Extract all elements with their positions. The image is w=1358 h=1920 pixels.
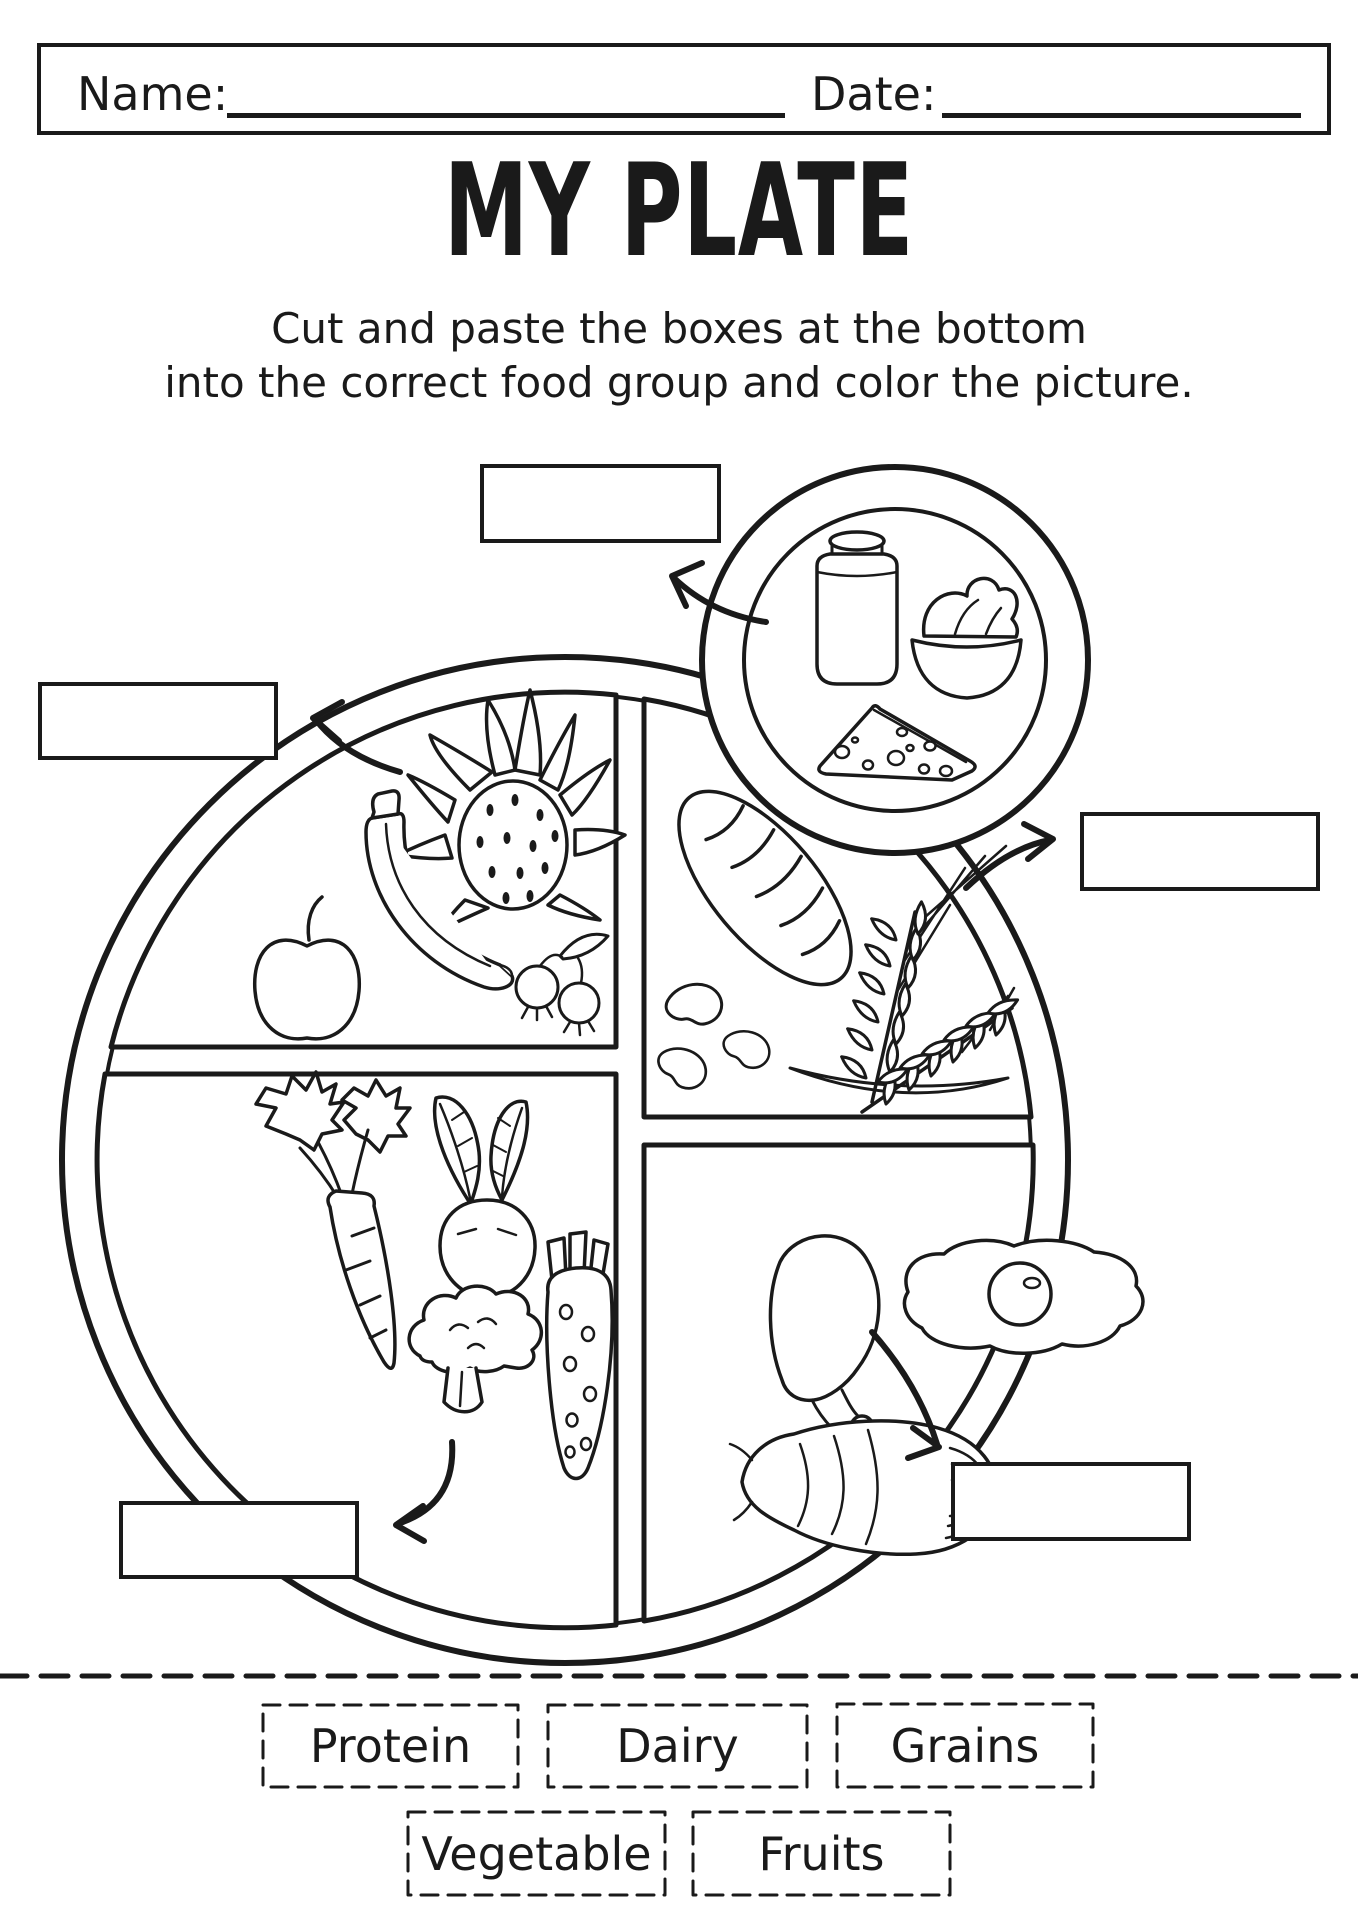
instructions-line2: into the correct food group and color th… xyxy=(164,358,1194,407)
parsnip-icon xyxy=(545,1230,614,1481)
date-label: Date: xyxy=(811,67,937,121)
word-box-grains[interactable]: Grains xyxy=(890,1718,1040,1773)
date-input-line[interactable] xyxy=(942,113,1301,118)
banana-icon xyxy=(364,789,515,991)
word-box-protein[interactable]: Protein xyxy=(309,1719,472,1773)
bread-icon xyxy=(677,789,853,987)
answer-slot-grains[interactable] xyxy=(1080,812,1320,891)
milk-bottle-icon xyxy=(815,530,899,686)
arrow-to-dairy-label-icon xyxy=(669,560,769,625)
name-date-box: Name: Date: xyxy=(37,43,1331,135)
name-label: Name: xyxy=(77,67,229,121)
answer-slot-dairy[interactable] xyxy=(480,464,721,543)
yogurt-bowl-icon xyxy=(910,576,1023,700)
word-box-grains-border xyxy=(835,1702,1095,1789)
fried-egg-icon xyxy=(902,1238,1145,1355)
beet-icon xyxy=(432,1095,537,1327)
page-title: MY PLATE xyxy=(444,137,914,286)
word-box-dairy[interactable]: Dairy xyxy=(616,1719,739,1773)
answer-slot-fruits[interactable] xyxy=(38,682,278,760)
arrow-to-protein-label-icon xyxy=(869,1329,942,1461)
dragon-fruit-icon xyxy=(396,688,627,932)
word-box-dairy-border xyxy=(546,1703,809,1789)
wheat-icon xyxy=(788,844,1022,1114)
answer-slot-protein[interactable] xyxy=(951,1462,1191,1541)
answer-slot-vegetables[interactable] xyxy=(119,1501,359,1579)
word-box-vegetable-border xyxy=(406,1810,667,1897)
broccoli-icon xyxy=(407,1284,543,1414)
apple-icon xyxy=(252,895,362,1041)
arrow-to-vegetables-label-icon xyxy=(393,1439,456,1544)
carrot-icon xyxy=(254,1070,412,1370)
cheese-icon xyxy=(817,704,977,782)
word-box-vegetable[interactable]: Vegetable xyxy=(421,1826,652,1881)
name-input-line[interactable] xyxy=(227,113,785,118)
section-fruits xyxy=(108,689,619,1050)
berries-icon xyxy=(514,932,610,1037)
word-box-protein-border xyxy=(261,1703,520,1789)
instructions-line1: Cut and paste the boxes at the bottom xyxy=(271,304,1087,353)
beans-icon xyxy=(657,982,771,1090)
arrow-to-fruits-label-icon xyxy=(310,699,403,775)
word-box-fruits-border xyxy=(691,1810,952,1897)
arrow-to-grains-label-icon xyxy=(963,821,1056,891)
word-box-fruits[interactable]: Fruits xyxy=(758,1826,885,1881)
